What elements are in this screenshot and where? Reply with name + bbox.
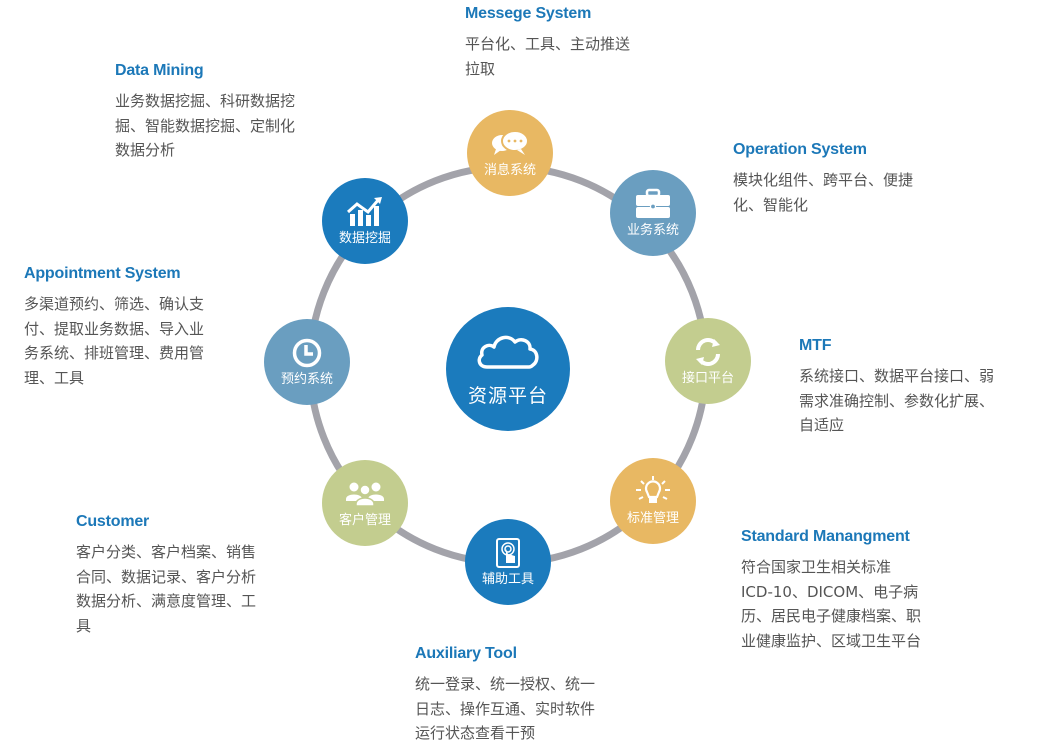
desc-line: 客户分类、客户档案、销售 (76, 543, 257, 561)
desc-line: 数据分析、满意度管理、工 (76, 592, 257, 610)
node-operation-system[interactable]: 业务系统 (610, 170, 696, 256)
briefcase-icon (633, 188, 673, 220)
desc-line: 合同、数据记录、客户分析 (76, 567, 257, 586)
desc-line: 模块化组件、跨平台、便捷 (733, 171, 914, 189)
node-label: 预约系统 (280, 371, 333, 387)
desc-line: 化、智能化 (733, 195, 809, 214)
chat-bubbles-icon (490, 128, 530, 160)
lightbulb-icon (633, 475, 673, 508)
desc-line: 具 (76, 616, 92, 635)
node-auxiliary-tool[interactable]: 辅助工具 (465, 519, 551, 605)
desc-line: 自适应 (799, 416, 845, 434)
desc-line: 系统接口、数据平台接口、弱 (799, 367, 995, 385)
node-appointment-system[interactable]: 预约系统 (264, 319, 350, 405)
desc-line: 理、工具 (24, 368, 85, 387)
node-label: 业务系统 (626, 222, 679, 238)
block-title: MTF (799, 337, 832, 354)
desc-line: 日志、操作互通、实时软件 (415, 699, 596, 718)
block-standard-management: Standard Manangment 符合国家卫生相关标准 ICD-10、DI… (741, 527, 921, 653)
block-title: Data Mining (115, 62, 204, 79)
block-title: Standard Manangment (741, 528, 910, 545)
cloud-icon (475, 331, 541, 375)
desc-line: 掘、智能数据挖掘、定制化 (115, 116, 296, 135)
node-label: 接口平台 (681, 370, 734, 386)
clock-icon (287, 337, 327, 369)
desc-line: 拉取 (465, 59, 496, 78)
refresh-cycle-icon (688, 336, 728, 368)
desc-line: 符合国家卫生相关标准 (741, 558, 892, 576)
desc-line: 历、居民电子健康档案、职 (741, 607, 922, 625)
node-label: 客户管理 (338, 512, 391, 528)
node-customer-management[interactable]: 客户管理 (322, 460, 408, 546)
node-message-system[interactable]: 消息系统 (467, 110, 553, 196)
desc-line: 统一登录、统一授权、统一 (415, 675, 596, 693)
block-message-system: Messege System 平台化、工具、主动推送 拉取 (465, 4, 630, 81)
desc-line: 运行状态查看干预 (415, 724, 536, 742)
node-label: 标准管理 (626, 510, 679, 526)
node-label: 数据挖掘 (338, 230, 391, 246)
block-title: Auxiliary Tool (415, 645, 517, 662)
center-hub-resource-platform[interactable]: 资源平台 (446, 307, 570, 431)
touch-tablet-icon (488, 537, 528, 569)
center-hub-label: 资源平台 (467, 384, 548, 407)
block-title: Messege System (465, 5, 592, 22)
bar-chart-trend-icon (345, 196, 385, 228)
desc-line: 平台化、工具、主动推送 (465, 35, 631, 53)
node-interface-platform[interactable]: 接口平台 (665, 318, 751, 404)
desc-line: 业健康监护、区域卫生平台 (741, 631, 922, 650)
block-customer: Customer 客户分类、客户档案、销售 合同、数据记录、客户分析 数据分析、… (76, 512, 256, 638)
desc-line: 多渠道预约、筛选、确认支 (24, 295, 205, 313)
desc-line: 数据分析 (115, 141, 176, 159)
block-title: Appointment System (24, 265, 181, 282)
people-group-icon (345, 478, 385, 510)
desc-line: 业务数据挖掘、科研数据挖 (115, 92, 296, 110)
desc-line: 务系统、排班管理、费用管 (24, 344, 205, 362)
desc-line: ICD-10、DICOM、电子病 (741, 582, 919, 601)
node-label: 辅助工具 (481, 571, 534, 587)
desc-line: 需求准确控制、参数化扩展、 (799, 391, 995, 410)
node-data-mining[interactable]: 数据挖掘 (322, 178, 408, 264)
block-title: Customer (76, 513, 150, 530)
block-data-mining: Data Mining 业务数据挖掘、科研数据挖 掘、智能数据挖掘、定制化 数据… (115, 61, 295, 163)
desc-line: 付、提取业务数据、导入业 (24, 319, 205, 338)
block-operation-system: Operation System 模块化组件、跨平台、便捷 化、智能化 (733, 140, 913, 217)
block-mtf: MTF 系统接口、数据平台接口、弱 需求准确控制、参数化扩展、 自适应 (799, 336, 994, 438)
block-appointment-system: Appointment System 多渠道预约、筛选、确认支 付、提取业务数据… (24, 264, 204, 390)
node-label: 消息系统 (483, 162, 536, 178)
block-title: Operation System (733, 141, 867, 158)
node-standard-management[interactable]: 标准管理 (610, 458, 696, 544)
block-auxiliary-tool: Auxiliary Tool 统一登录、统一授权、统一 日志、操作互通、实时软件… (415, 644, 595, 746)
